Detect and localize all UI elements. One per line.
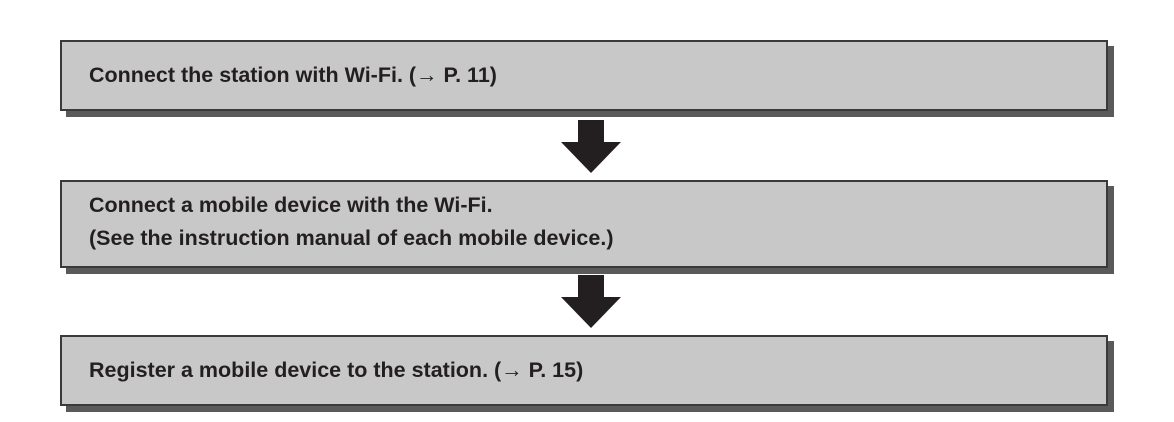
down-arrow-icon <box>561 120 621 173</box>
step-3-text: Register a mobile device to the station.… <box>89 358 584 382</box>
down-arrow-icon <box>561 275 621 328</box>
step-box-1: Connect the station with Wi-Fi. (→ P. 11… <box>60 40 1108 111</box>
step-2-text-line-2: (See the instruction manual of each mobi… <box>89 226 614 250</box>
step-2-text-line-1: Connect a mobile device with the Wi-Fi. <box>89 193 493 217</box>
step-box-3: Register a mobile device to the station.… <box>60 335 1108 406</box>
step-box-2: Connect a mobile device with the Wi-Fi. … <box>60 180 1108 268</box>
step-1-text: Connect the station with Wi-Fi. (→ P. 11… <box>89 63 497 87</box>
